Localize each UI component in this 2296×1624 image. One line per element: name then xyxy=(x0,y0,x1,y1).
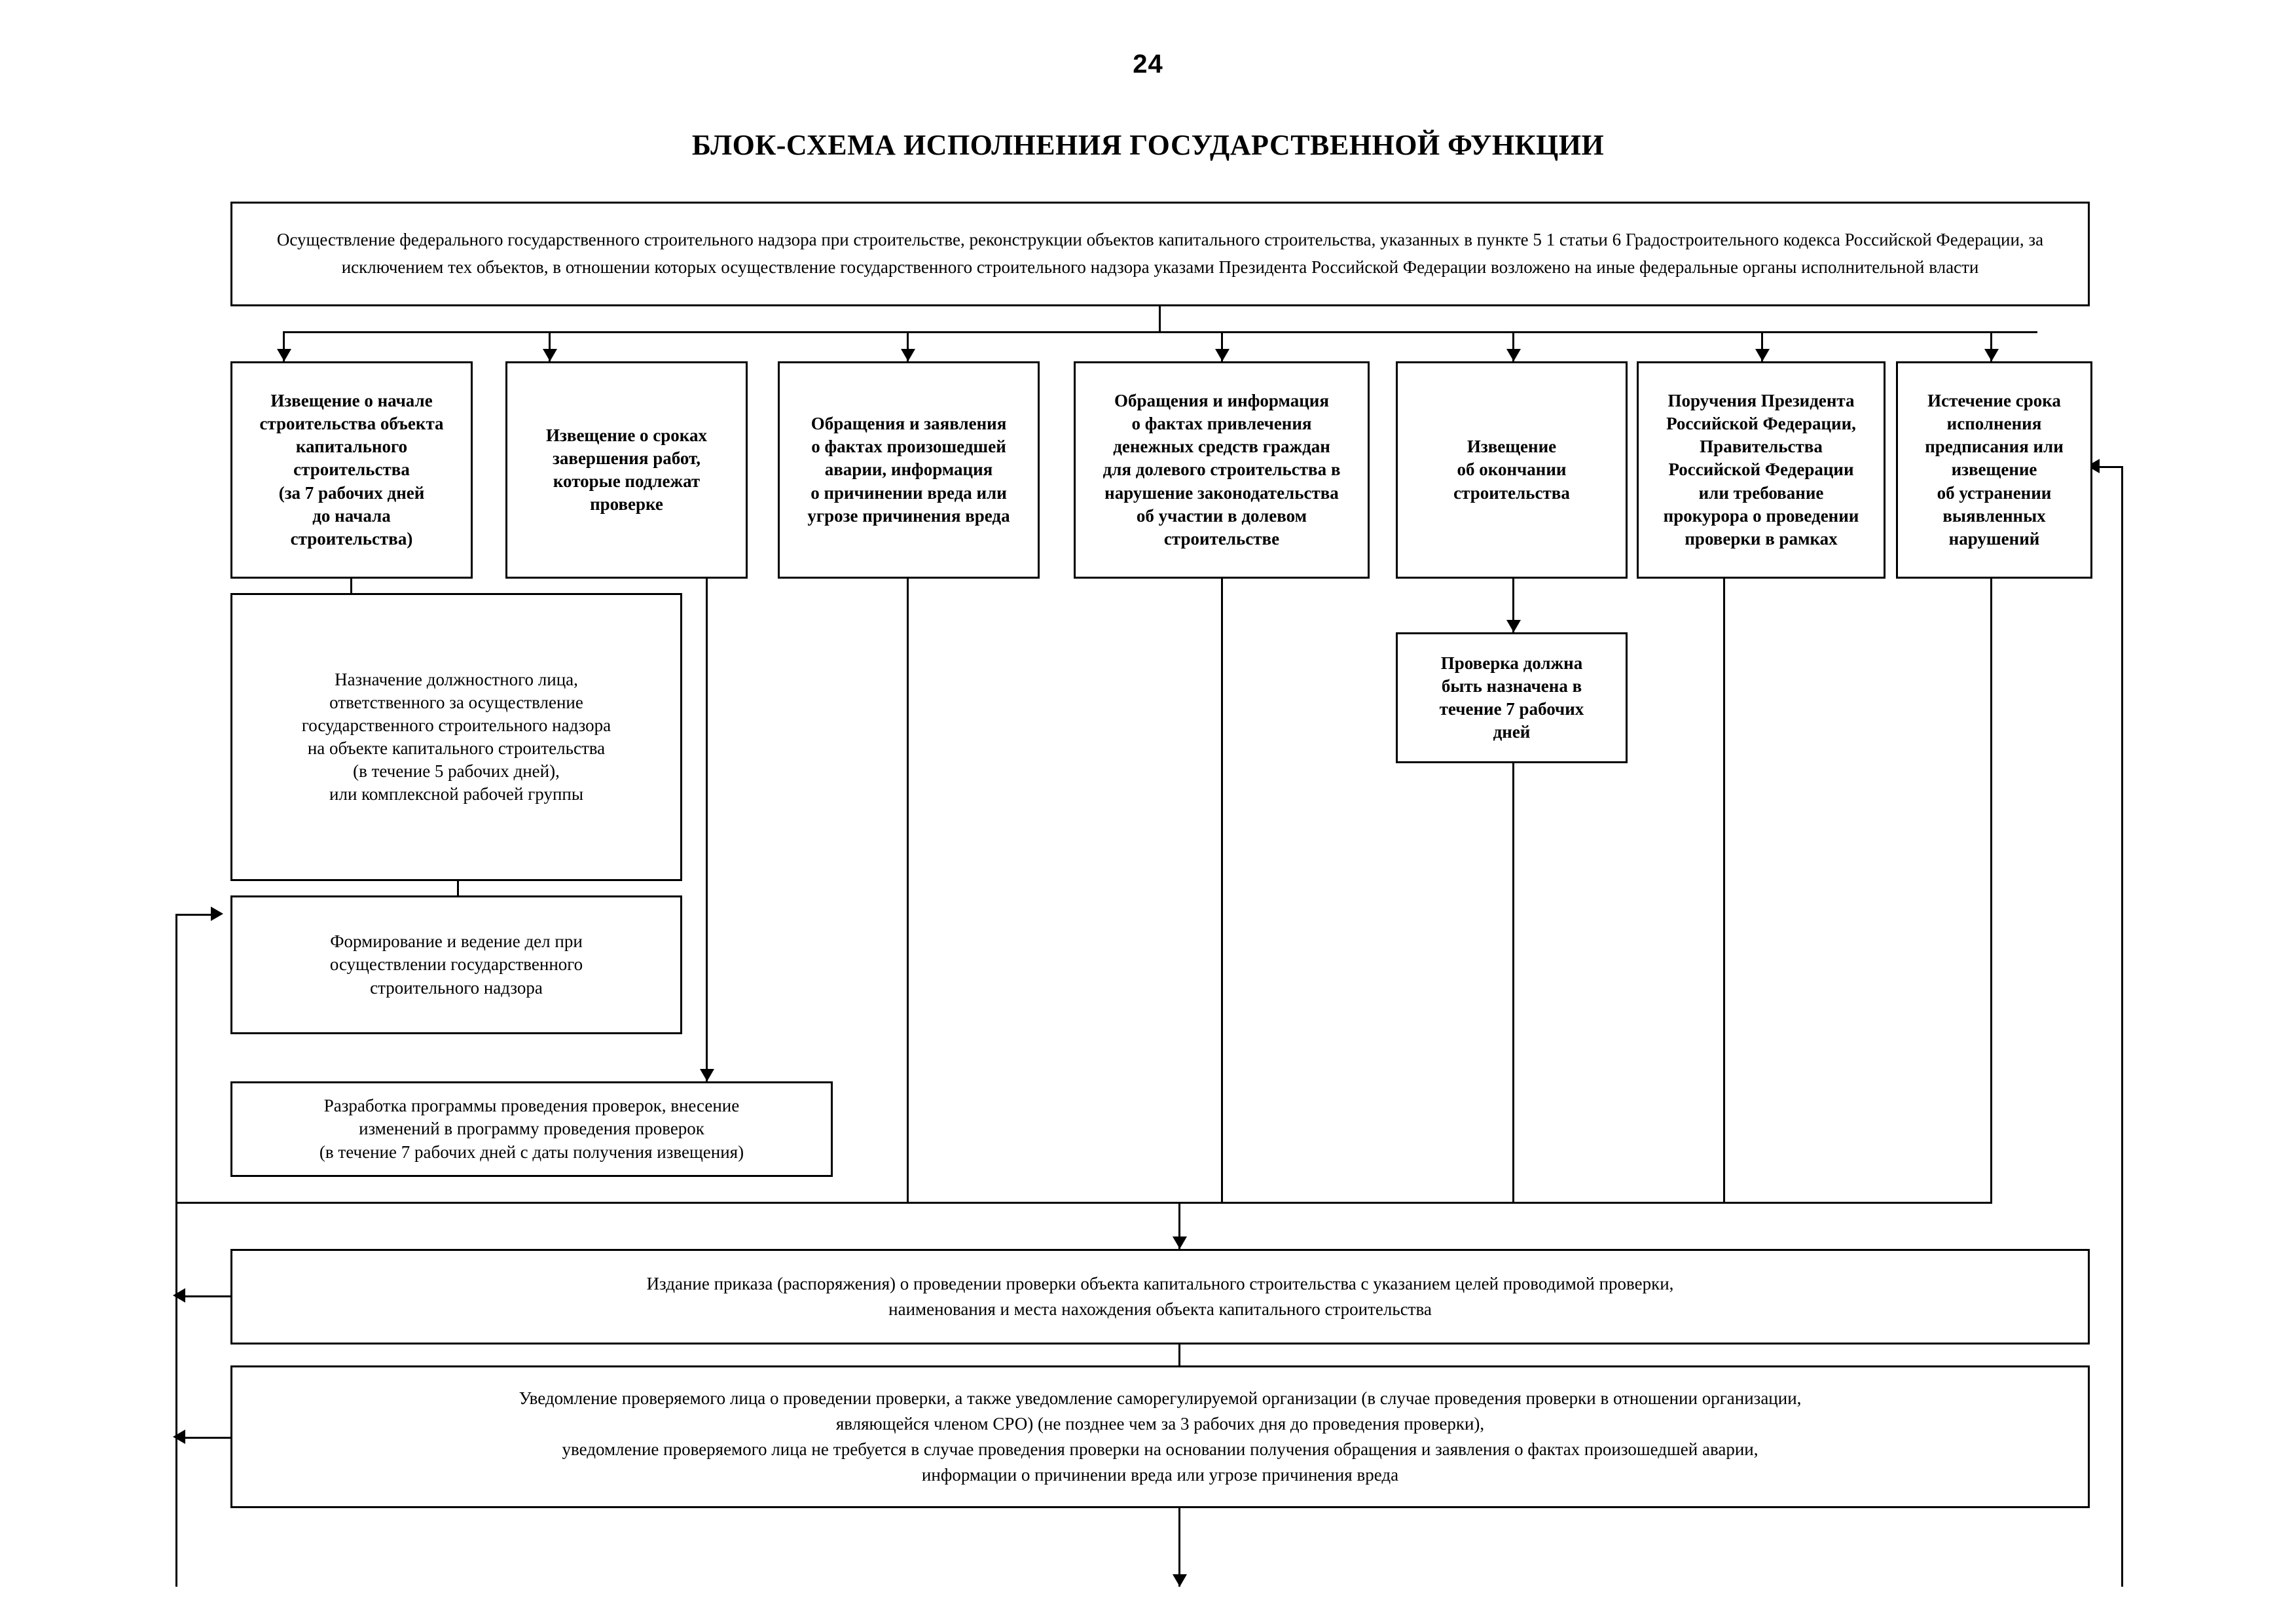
header-stem xyxy=(1159,306,1161,333)
flow-node-notification: Уведомление проверяемого лица о проведен… xyxy=(230,1365,2090,1508)
left-rail-tail xyxy=(175,1529,177,1587)
drop-to-notice-deadlines xyxy=(549,331,551,361)
flow-node-notice-completion-text: Извещение об окончании строительства xyxy=(1453,437,1570,503)
flow-node-deadline-expiry: Истечение срока исполнения предписания и… xyxy=(1896,361,2092,579)
stem-notification-down xyxy=(1178,1508,1180,1587)
flow-node-inspection-deadline: Проверка должна быть назначена в течение… xyxy=(1396,632,1628,763)
flow-node-notice-start-text: Извещение о начале строительства объекта… xyxy=(259,391,444,549)
flow-node-president-orders-text: Поручения Президента Российской Федераци… xyxy=(1663,391,1859,549)
arrowhead-notification-down xyxy=(1173,1574,1187,1587)
right-return-into-deadline-expiry xyxy=(2092,466,2123,468)
arrowhead-program-development xyxy=(700,1069,714,1081)
arrowhead-appeals-funds xyxy=(1215,349,1230,361)
flow-node-appeals-accident: Обращения и заявления о фактах произошед… xyxy=(778,361,1040,579)
passthrough-appeals-accident xyxy=(907,579,909,1202)
left-feedback-rail xyxy=(175,914,177,1529)
arrowhead-inspection-deadline xyxy=(1506,620,1521,632)
trigger-bus xyxy=(283,331,2037,333)
flow-node-header-text: Осуществление федерального государственн… xyxy=(276,230,2044,277)
flow-node-assign-official: Назначение должностного лица, ответствен… xyxy=(230,593,682,881)
page-number: 24 xyxy=(1133,50,1163,79)
flow-node-appeals-funds-text: Обращения и информация о фактах привлече… xyxy=(1102,391,1341,549)
notification-feedback-line xyxy=(175,1437,232,1439)
drop-to-president-orders xyxy=(1761,331,1763,361)
drop-to-notice-completion xyxy=(1512,331,1514,361)
arrowhead-appeals-accident xyxy=(901,349,915,361)
right-return-rail xyxy=(2121,466,2123,1587)
flow-node-order-issue-text: Издание приказа (распоряжения) о проведе… xyxy=(646,1273,1674,1319)
flow-node-notice-start: Извещение о начале строительства объекта… xyxy=(230,361,473,579)
flow-node-notice-deadlines: Извещение о сроках завершения работ, кот… xyxy=(505,361,748,579)
flow-node-program-development-text: Разработка программы проведения проверок… xyxy=(319,1096,744,1162)
flow-node-appeals-funds: Обращения и информация о фактах привлече… xyxy=(1074,361,1370,579)
flow-node-program-development: Разработка программы проведения проверок… xyxy=(230,1081,833,1177)
drop-to-notice-start xyxy=(283,331,285,361)
arrowhead-order-issue xyxy=(1173,1236,1187,1249)
passthrough-notice-deadlines xyxy=(706,579,708,1081)
passthrough-president-orders xyxy=(1723,579,1725,1202)
page-title: БЛОК-СХЕМА ИСПОЛНЕНИЯ ГОСУДАРСТВЕННОЙ ФУ… xyxy=(691,129,1605,161)
drop-to-appeals-accident xyxy=(907,331,909,361)
flow-node-appeals-accident-text: Обращения и заявления о фактах произошед… xyxy=(807,414,1010,526)
passthrough-inspection-deadline xyxy=(1512,763,1514,1202)
drop-to-appeals-funds xyxy=(1221,331,1223,361)
order-collection-bus xyxy=(175,1202,1992,1204)
arrowhead-order-issue-feedback xyxy=(173,1288,185,1303)
flow-node-case-management: Формирование и ведение дел при осуществл… xyxy=(230,895,682,1034)
passthrough-appeals-funds xyxy=(1221,579,1223,1202)
flow-node-president-orders: Поручения Президента Российской Федераци… xyxy=(1637,361,1886,579)
flow-node-case-management-text: Формирование и ведение дел при осуществл… xyxy=(329,931,583,998)
flow-node-assign-official-text: Назначение должностного лица, ответствен… xyxy=(301,669,611,804)
passthrough-deadline-expiry xyxy=(1990,579,1992,1202)
order-issue-feedback-line xyxy=(175,1295,232,1297)
stem-notice-start-down xyxy=(350,579,352,593)
stem-assign-to-case xyxy=(457,881,459,895)
flow-node-order-issue: Издание приказа (распоряжения) о проведе… xyxy=(230,1249,2090,1344)
stem-notice-completion-down xyxy=(1512,579,1514,632)
arrowhead-notice-start xyxy=(277,349,291,361)
arrowhead-president-orders xyxy=(1755,349,1770,361)
flow-node-header: Осуществление федерального государственн… xyxy=(230,202,2090,306)
arrowhead-deadline-expiry xyxy=(1984,349,1999,361)
arrowhead-notice-completion xyxy=(1506,349,1521,361)
arrowhead-notice-deadlines xyxy=(543,349,557,361)
left-feedback-into-case xyxy=(175,914,213,916)
flow-node-notice-completion: Извещение об окончании строительства xyxy=(1396,361,1628,579)
flow-node-notification-text: Уведомление проверяемого лица о проведен… xyxy=(519,1388,1802,1485)
arrowhead-into-case-management xyxy=(211,907,223,921)
flow-node-notice-deadlines-text: Извещение о сроках завершения работ, кот… xyxy=(546,425,707,514)
arrowhead-notification-feedback xyxy=(173,1430,185,1444)
drop-to-deadline-expiry xyxy=(1990,331,1992,361)
order-bus-stem xyxy=(1178,1202,1180,1249)
flow-node-deadline-expiry-text: Истечение срока исполнения предписания и… xyxy=(1925,391,2064,549)
stem-order-to-notification xyxy=(1178,1344,1180,1365)
flow-node-inspection-deadline-text: Проверка должна быть назначена в течение… xyxy=(1439,653,1584,742)
